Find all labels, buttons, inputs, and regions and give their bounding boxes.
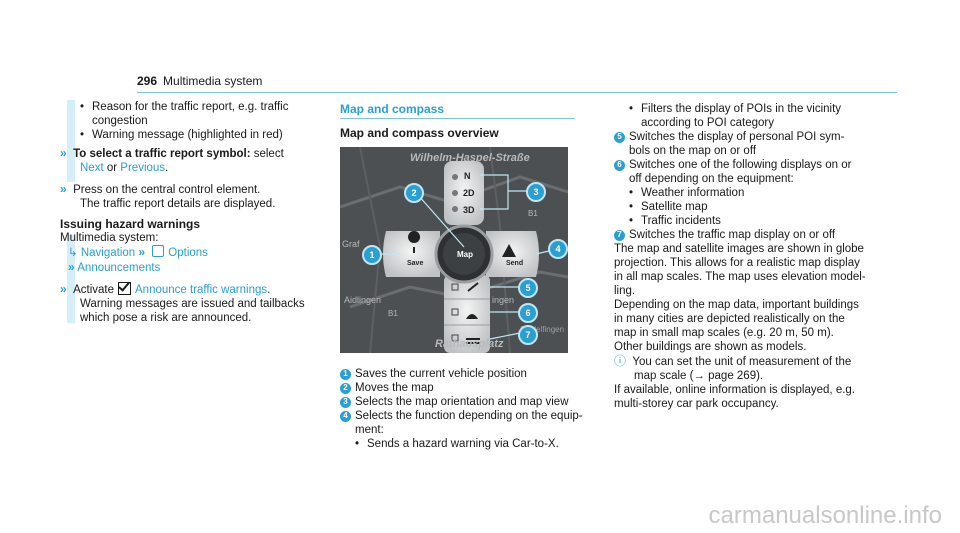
watermark: carmanualsonline.info (708, 502, 942, 529)
options-link[interactable]: Options (168, 247, 208, 259)
save-button[interactable]: Save (407, 260, 424, 267)
page-header: 296 Multimedia system (137, 74, 262, 88)
left-column: •Reason for the traffic report, e.g. tra… (80, 100, 320, 142)
highlight-bar-2 (67, 235, 75, 323)
send-button[interactable]: Send (506, 260, 524, 267)
step-select-symbol: » To select a traffic report symbol: sel… (60, 146, 284, 174)
step-arrow-icon: » (60, 146, 67, 160)
map-road: Sindelfingen (520, 325, 565, 334)
system-line: Multimedia system: (60, 232, 159, 244)
callout-5: 5 (518, 278, 538, 298)
map-road: B1 (388, 309, 398, 318)
callout-1: 1 (362, 245, 382, 265)
sub-title: Map and compass overview (340, 126, 499, 140)
step-arrow-icon: » (68, 260, 75, 274)
page-number: 296 (137, 74, 158, 88)
callout-4: 4 (548, 239, 568, 259)
nav-path: ↳ Navigation » Options (60, 245, 320, 260)
map-place: Aidlingen (344, 295, 382, 305)
sub-bullet: •Sends a hazard warning via Car-to-X. (355, 438, 559, 450)
north-button[interactable]: N (464, 171, 471, 181)
map-road: B1 (528, 209, 538, 218)
bullet-line: •Warning message (highlighted in red) (80, 129, 283, 141)
callout-7: 7 (518, 325, 538, 345)
header-title: Multimedia system (163, 74, 263, 88)
bullet-line: •Reason for the traffic report, e.g. tra… (80, 101, 289, 113)
map-street-top: Wilhelm-Haspel-Straße (410, 152, 530, 164)
issuing-section: Issuing hazard warnings Multimedia syste… (60, 217, 320, 275)
right-column: •Filters the display of POIs in the vici… (614, 103, 866, 410)
section-rule (340, 118, 575, 119)
previous-link[interactable]: Previous (120, 162, 166, 174)
return-arrow-icon: ↳ (68, 247, 78, 259)
callout-6: 6 (518, 303, 538, 323)
map-button[interactable]: Map (457, 250, 473, 259)
step-arrow-icon: » (60, 282, 67, 296)
section-title: Map and compass (340, 102, 445, 116)
view-2d-button[interactable]: 2D (463, 188, 475, 198)
step-arrow-icon: » (138, 245, 146, 259)
checkbox-checked-icon (118, 282, 131, 295)
callout-3: 3 (526, 182, 546, 202)
options-icon (152, 245, 165, 257)
next-link[interactable]: Next (80, 162, 104, 174)
highlight-bar-1 (67, 100, 75, 182)
map-figure: Wilhelm-Haspel-Straße Rathausplatz Aidli… (340, 147, 568, 353)
map-place: ingen (492, 295, 515, 305)
header-rule (137, 92, 897, 93)
step-press: » Press on the central control element. … (60, 182, 276, 210)
announcements-link[interactable]: Announcements (77, 262, 161, 274)
view-3d-button[interactable]: 3D (463, 205, 475, 215)
navigation-link[interactable]: Navigation (80, 247, 136, 259)
map-street-bottom: Rathausplatz (435, 338, 504, 350)
issuing-title: Issuing hazard warnings (60, 217, 201, 231)
map-place: Graf (342, 239, 360, 249)
announce-traffic-link[interactable]: Announce traffic warnings (135, 284, 268, 296)
step-arrow-icon: » (60, 182, 67, 196)
info-icon: ⓘ (614, 354, 627, 368)
bullet-line: congestion (92, 115, 148, 127)
callout-2: 2 (404, 183, 424, 203)
